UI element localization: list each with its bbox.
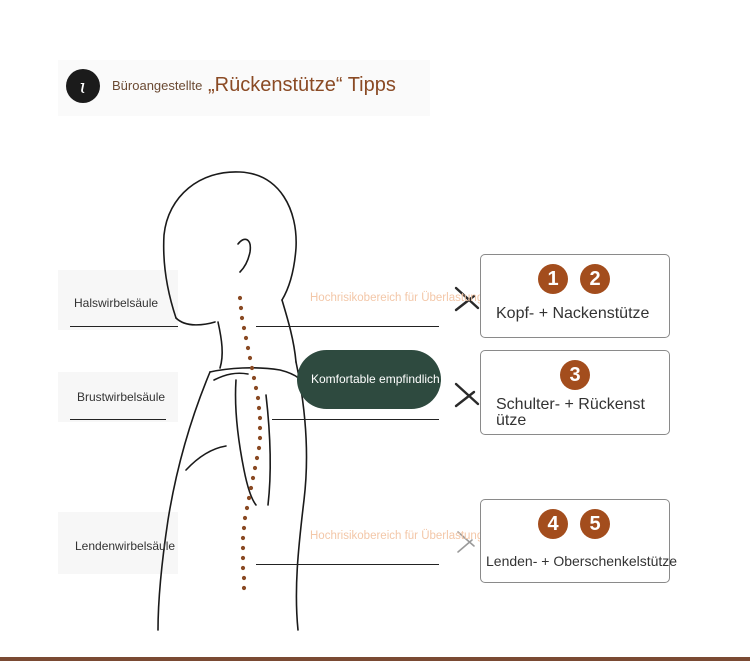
head-outline — [162, 171, 297, 319]
support-label-lumbar-thigh: Lenden- + Oberschenkelstütze — [486, 553, 678, 569]
spine-dots — [237, 295, 263, 591]
neck-spine-label: Halswirbelsäule — [74, 296, 159, 310]
ear-outline — [237, 238, 252, 273]
arm-inner-outline — [265, 394, 271, 506]
bottom-divider — [0, 657, 750, 661]
step-badge-1: 1 — [538, 264, 568, 294]
face-outline — [175, 317, 216, 326]
neck-back-line — [281, 299, 297, 363]
lumbar-row-bg — [58, 512, 178, 574]
support-box-lumbar-thigh — [480, 499, 670, 583]
page-title: „Rückenstütze“ Tipps — [208, 74, 396, 96]
arm-outline — [234, 379, 257, 506]
support-label-shoulder-back: Schulter- + Rückenst ütze — [496, 397, 645, 429]
neck-front-line — [217, 321, 223, 369]
support-label-head-neck: Kopf- + Nackenstütze — [496, 305, 650, 322]
brand-logo-icon: ɩ — [66, 69, 100, 103]
chest-spine-label: Brustwirbelsäule — [77, 390, 166, 404]
lumbar-guide-line-right — [256, 564, 439, 565]
chest-guide-line-left — [70, 419, 166, 420]
lumbar-spine-label: Lendenwirbelsäule — [75, 539, 176, 553]
step-badge-4: 4 — [538, 509, 568, 539]
chest-guide-line-right — [272, 419, 439, 420]
support-label-shoulder-back-line2: ütze — [496, 412, 527, 429]
collar-hint — [213, 372, 249, 381]
risk-area-note-top: Hochrisikobereich für Überlastung — [310, 292, 484, 304]
neck-guide-line-left — [70, 326, 178, 327]
support-label-shoulder-back-line1: Schulter- + Rückenst — [496, 396, 645, 413]
back-outline — [295, 361, 308, 631]
arrow-to-box-3 — [457, 531, 475, 553]
support-box-head-neck — [480, 254, 670, 338]
rib-hint — [185, 445, 227, 471]
neck-guide-line-right — [256, 326, 439, 327]
neck-row-bg — [58, 270, 178, 330]
chest-row-bg — [58, 372, 178, 422]
arrow-to-box-1 — [454, 286, 480, 312]
step-badge-2: 2 — [580, 264, 610, 294]
header-band — [58, 60, 430, 116]
step-badge-3: 3 — [560, 360, 590, 390]
comfort-zone-pill: Komfortable empfindlich — [297, 350, 441, 409]
step-badge-5: 5 — [580, 509, 610, 539]
arrow-to-box-2 — [454, 382, 480, 408]
risk-area-note-bottom: Hochrisikobereich für Überlastung — [310, 530, 484, 542]
shoulder-line — [209, 367, 309, 393]
chest-front-outline — [157, 371, 211, 631]
header-subtitle: Büroangestellte — [112, 78, 203, 93]
